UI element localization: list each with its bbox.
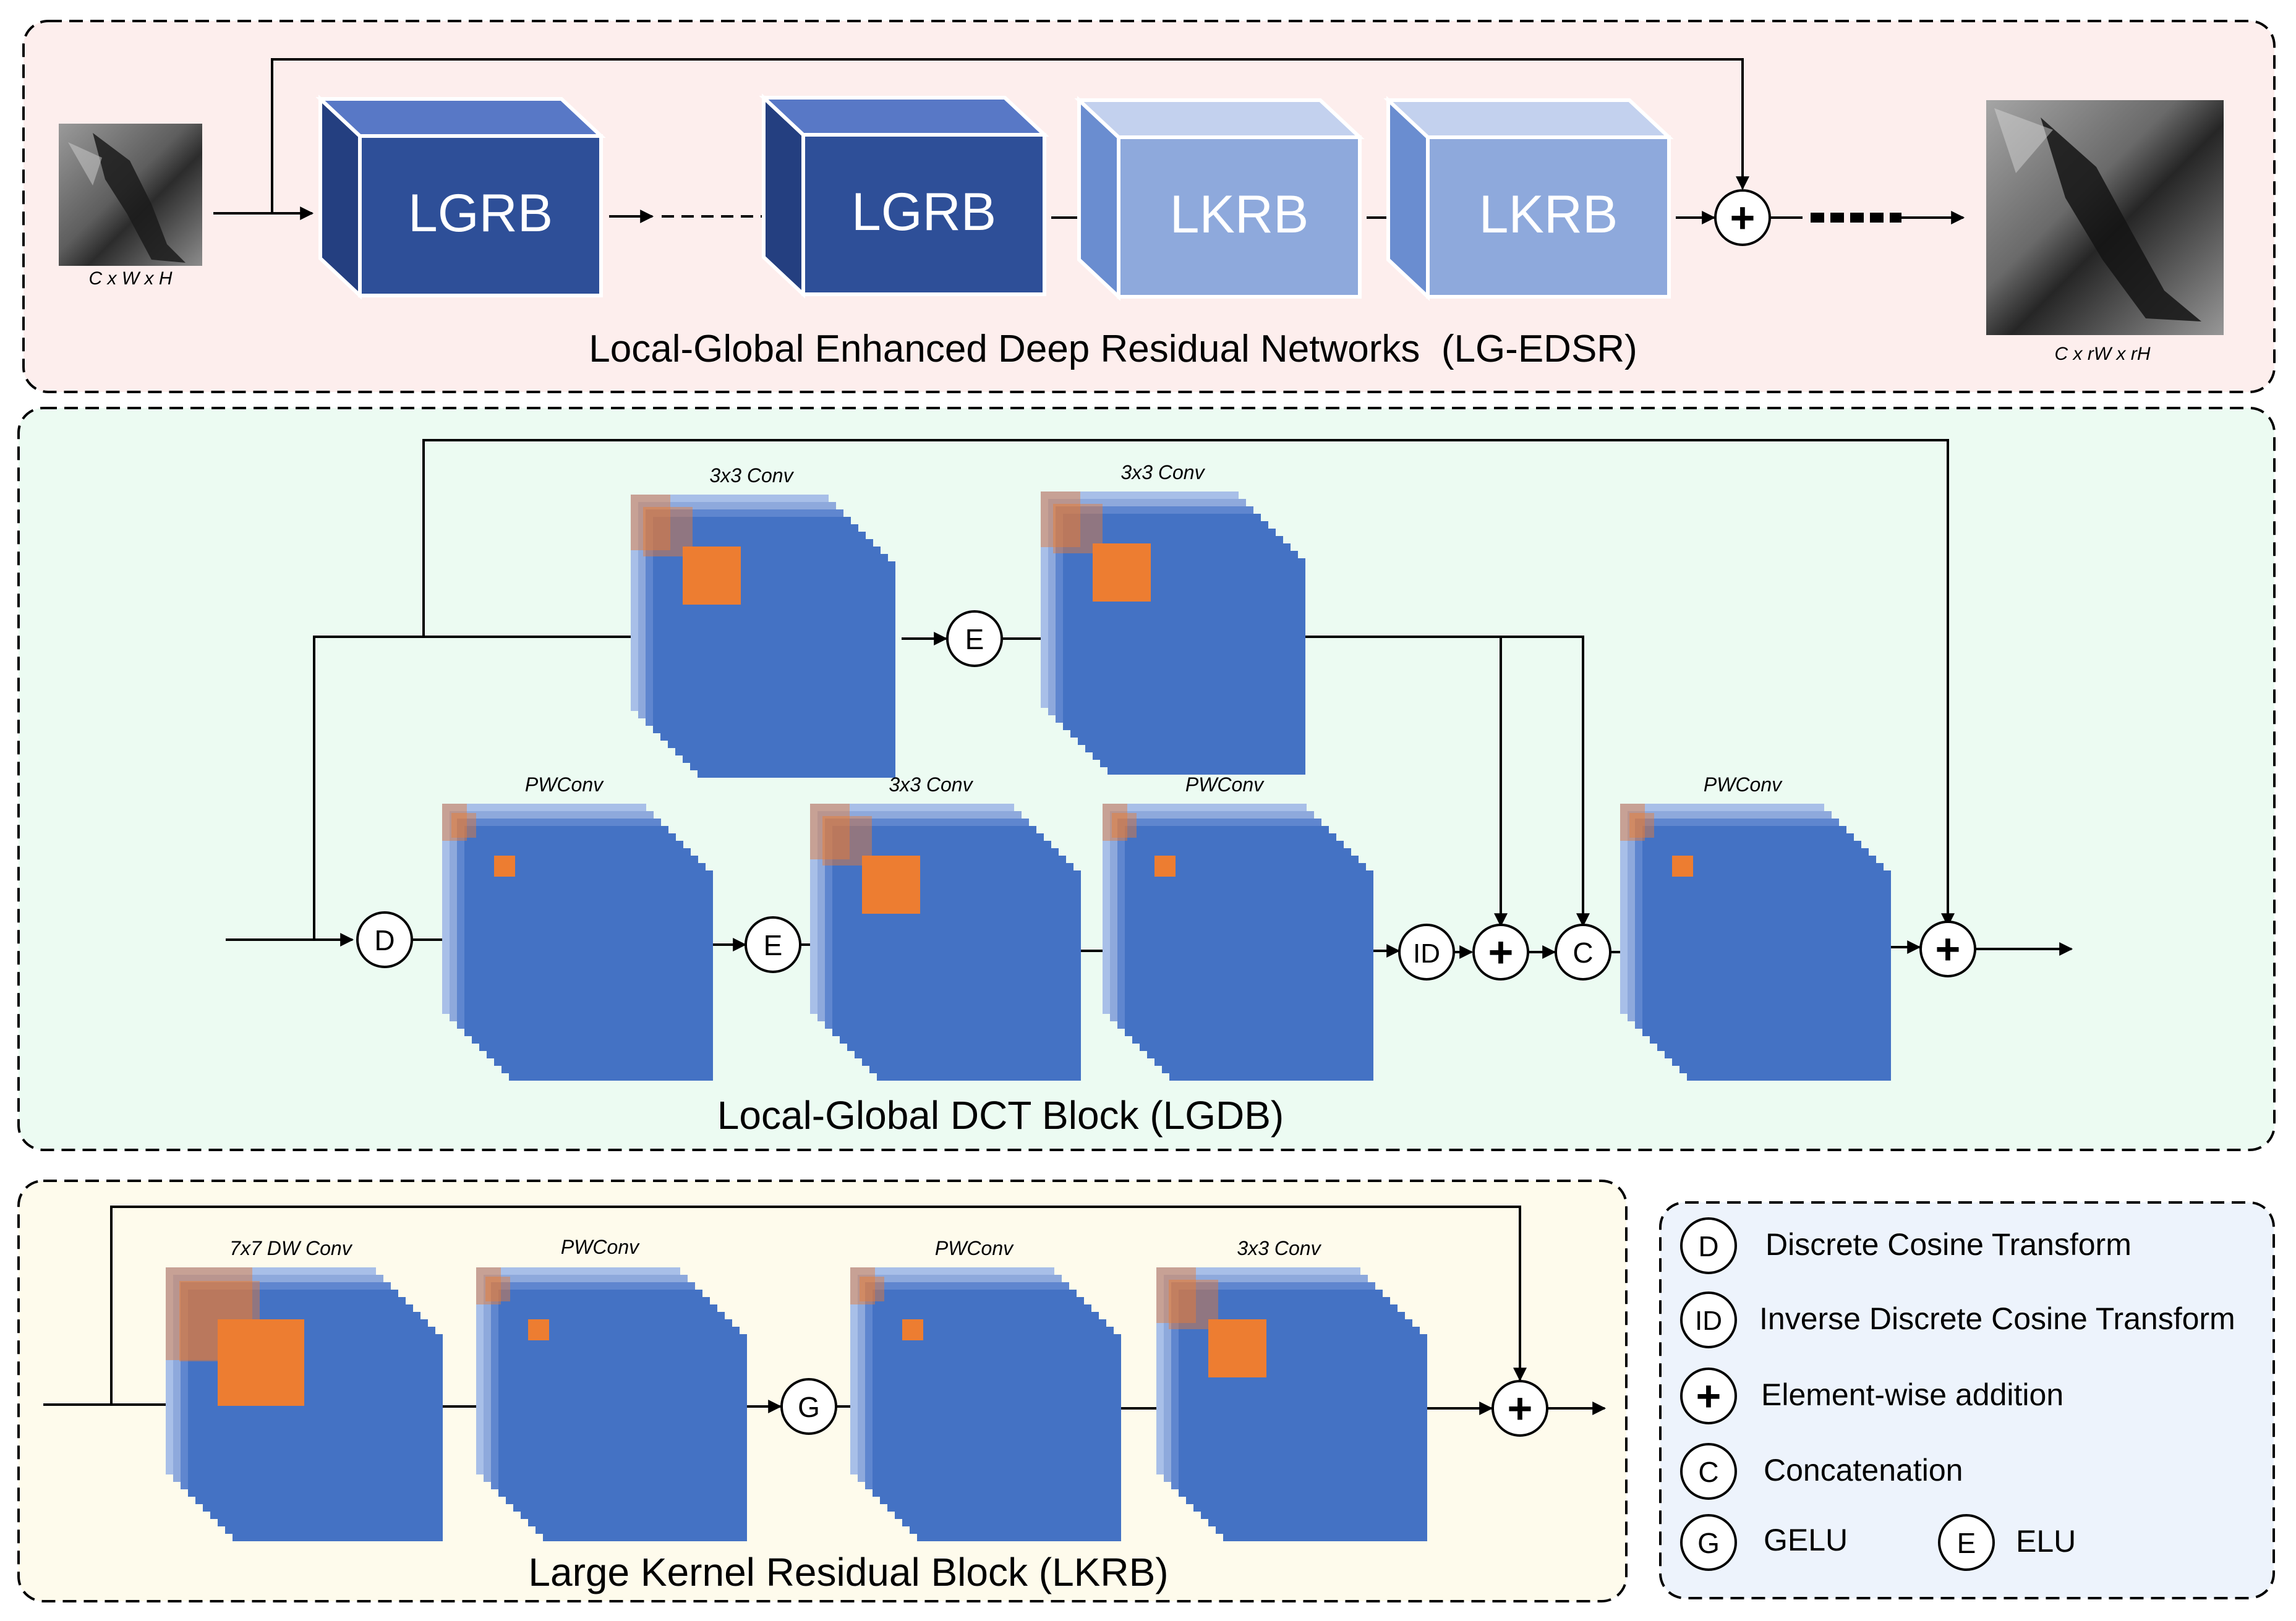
elu-op-bottom: E: [745, 916, 801, 973]
input-image: [59, 124, 202, 266]
legend-symbol-elu: E: [1957, 1527, 1976, 1559]
title-lgdb: Local-Global DCT Block (LGDB): [717, 1093, 1284, 1138]
add-op-lkrb: +: [1492, 1380, 1548, 1437]
label-lkrb-3: PWConv: [935, 1237, 1014, 1259]
add-op-lgdb-out: +: [1919, 921, 1976, 977]
legend-text-dct: Discrete Cosine Transform: [1765, 1227, 2132, 1262]
block-lkrb-2-label: LKRB: [1479, 185, 1618, 244]
legend: D Discrete Cosine Transform ID Inverse D…: [1680, 1217, 2235, 1571]
add-op-top: +: [1714, 189, 1771, 246]
label-bot-2: 3x3 Conv: [889, 773, 973, 796]
add-op-lgdb-symbol: +: [1488, 928, 1514, 976]
legend-item-gelu: G GELU: [1680, 1514, 1848, 1571]
cube-bot-1: [442, 804, 713, 1081]
panel-legend: [1659, 1201, 2275, 1599]
add-op-lkrb-symbol: +: [1508, 1384, 1533, 1432]
legend-text-idct: Inverse Discrete Cosine Transform: [1759, 1301, 2235, 1336]
label-bot-3: PWConv: [1185, 773, 1265, 796]
legend-symbol-idct: ID: [1695, 1306, 1722, 1336]
label-bot-4: PWConv: [1704, 773, 1783, 796]
cube-bot-4: [1620, 804, 1891, 1081]
legend-text-add: Element-wise addition: [1761, 1377, 2063, 1412]
legend-symbol-concat: C: [1698, 1456, 1718, 1488]
block-lkrb-1: LKRB: [1074, 96, 1365, 301]
skip-connection-top: [271, 58, 1749, 213]
legend-item-concat: C Concatenation: [1680, 1443, 1963, 1500]
dct-op-symbol: D: [374, 924, 395, 956]
cube-lkrb-2: [476, 1267, 747, 1541]
title-lg-edsr: Local-Global Enhanced Deep Residual Netw…: [589, 328, 1637, 370]
cube-lkrb-4: [1156, 1267, 1427, 1541]
dct-op: D: [356, 911, 413, 968]
cube-lkrb-3: [850, 1267, 1121, 1541]
legend-symbol-dct: D: [1698, 1230, 1718, 1262]
cube-bot-2: [810, 804, 1081, 1081]
skip-connection-lkrb: [110, 1206, 1527, 1405]
legend-item-add: + Element-wise addition: [1680, 1368, 2063, 1424]
concat-op: C: [1555, 924, 1611, 981]
label-top-1: 3x3 Conv: [709, 464, 794, 487]
legend-item-idct: ID Inverse Discrete Cosine Transform: [1680, 1291, 2235, 1348]
output-image: [1986, 100, 2224, 335]
block-lgrb-1-label: LGRB: [408, 184, 553, 243]
line-top2-concat: [1501, 636, 1590, 927]
gelu-op: G: [780, 1378, 837, 1435]
label-bot-1: PWConv: [525, 773, 604, 796]
idct-op-symbol: ID: [1413, 938, 1440, 969]
legend-text-concat: Concatenation: [1764, 1453, 1963, 1487]
add-op-lgdb-out-symbol: +: [1935, 925, 1961, 973]
branch-up-lgdb: [313, 630, 651, 940]
elu-op-top-symbol: E: [965, 623, 984, 655]
block-lkrb-1-label: LKRB: [1170, 185, 1309, 244]
label-top-2: 3x3 Conv: [1120, 461, 1205, 483]
legend-item-dct: D Discrete Cosine Transform: [1680, 1217, 2132, 1274]
cube-lkrb-1: [166, 1267, 443, 1541]
cube-bot-3: [1103, 804, 1373, 1081]
input-caption: C x W x H: [89, 268, 173, 289]
concat-op-symbol: C: [1573, 937, 1593, 969]
block-lkrb-2: LKRB: [1383, 96, 1674, 301]
legend-symbol-add: +: [1696, 1372, 1722, 1420]
label-lkrb-1: 7x7 DW Conv: [229, 1237, 352, 1259]
idct-op: ID: [1398, 924, 1455, 981]
title-lkrb: Large Kernel Residual Block (LKRB): [528, 1550, 1168, 1594]
legend-symbol-gelu: G: [1697, 1527, 1720, 1559]
label-lkrb-4: 3x3 Conv: [1237, 1237, 1321, 1259]
cube-top-1: [631, 495, 895, 778]
elu-op-bottom-symbol: E: [764, 929, 783, 961]
legend-text-elu: ELU: [2016, 1524, 2076, 1559]
output-caption: C x rW x rH: [2055, 344, 2151, 364]
block-lgrb-1: LGRB: [315, 95, 606, 300]
cube-top-2: [1041, 491, 1305, 775]
elu-op-top: E: [946, 610, 1003, 667]
gelu-op-symbol: G: [798, 1391, 820, 1423]
block-lgrb-2: LGRB: [759, 93, 1049, 299]
skip-connection-lgdb: [422, 439, 1955, 927]
add-op-lgdb: +: [1472, 924, 1529, 981]
add-op-top-symbol: +: [1730, 194, 1756, 242]
legend-item-elu: E ELU: [1938, 1514, 2076, 1571]
block-lgrb-2-label: LGRB: [851, 182, 996, 242]
legend-text-gelu: GELU: [1764, 1523, 1848, 1557]
label-lkrb-2: PWConv: [561, 1236, 640, 1258]
